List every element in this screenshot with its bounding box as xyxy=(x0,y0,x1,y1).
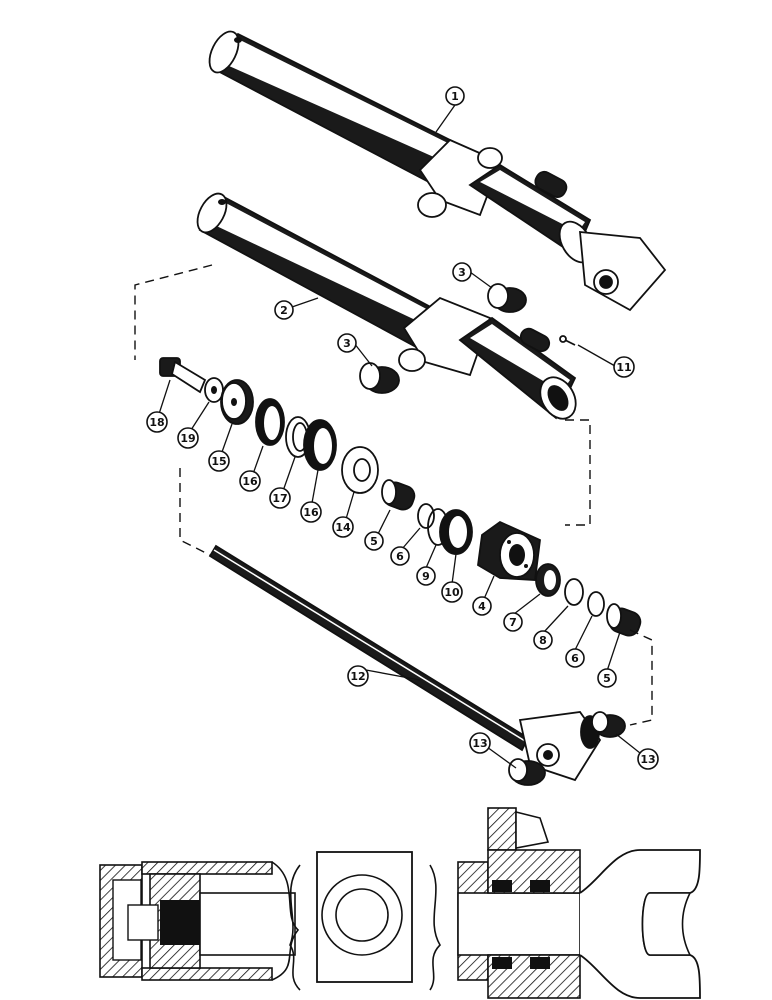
callout-label: 5 xyxy=(370,535,378,548)
callout-12: 12 xyxy=(347,665,369,687)
callout-13: 13 xyxy=(637,748,659,770)
callout-label: 14 xyxy=(335,521,351,534)
bushing-3-lower xyxy=(359,362,400,394)
callout-19: 19 xyxy=(177,427,199,449)
o-ring-6-left xyxy=(417,503,435,529)
set-screw-11 xyxy=(559,335,576,346)
callout-label: 2 xyxy=(280,304,288,317)
callout-circle xyxy=(390,546,410,566)
callout-circle xyxy=(269,487,291,509)
callout-circle xyxy=(347,665,369,687)
callout-circle xyxy=(469,732,491,754)
callout-label: 18 xyxy=(149,416,164,429)
callout-16: 16 xyxy=(239,470,261,492)
callout-circle xyxy=(364,531,384,551)
callout-label: 9 xyxy=(422,570,430,583)
callout-circle xyxy=(452,262,472,282)
callout-label: 16 xyxy=(303,506,319,519)
callout-circle xyxy=(472,596,492,616)
callout-circle xyxy=(274,300,294,320)
callout-9: 9 xyxy=(416,566,436,586)
bushing-5-left xyxy=(381,479,416,511)
cylinder-assembly-1 xyxy=(208,30,667,312)
callout-5: 5 xyxy=(364,531,384,551)
cylinder-barrel-2 xyxy=(196,192,577,420)
bushing-5-right xyxy=(606,603,642,637)
gland-4 xyxy=(477,520,541,581)
callout-label: 8 xyxy=(539,634,547,647)
callout-circle xyxy=(416,566,436,586)
callout-circle xyxy=(597,668,617,688)
piston-cap-15 xyxy=(220,379,254,425)
callout-4: 4 xyxy=(472,596,492,616)
callout-circle xyxy=(337,333,357,353)
callout-label: 3 xyxy=(458,266,466,279)
rod-seal-10 xyxy=(439,509,473,555)
callout-6: 6 xyxy=(390,546,410,566)
cutaway-section-view xyxy=(99,807,701,999)
callout-circle xyxy=(300,501,322,523)
piston-seal-16-left xyxy=(255,398,285,446)
callout-18: 18 xyxy=(146,411,168,433)
callout-label: 10 xyxy=(444,586,460,599)
callout-label: 15 xyxy=(211,455,226,468)
callout-16: 16 xyxy=(300,501,322,523)
callout-1: 1 xyxy=(445,86,465,106)
callout-5: 5 xyxy=(597,668,617,688)
bushing-13-left xyxy=(508,758,546,786)
piston-bolt-18 xyxy=(159,357,207,394)
callout-label: 6 xyxy=(571,652,579,665)
callout-3: 3 xyxy=(452,262,472,282)
callout-label: 11 xyxy=(616,361,631,374)
callout-label: 6 xyxy=(396,550,404,563)
o-ring-6-right xyxy=(587,591,605,617)
ring-8 xyxy=(564,578,584,606)
callout-label: 13 xyxy=(472,737,487,750)
callout-label: 16 xyxy=(242,475,258,488)
piston-rod-12 xyxy=(208,544,602,782)
callout-label: 3 xyxy=(343,337,351,350)
callout-7: 7 xyxy=(503,612,523,632)
callout-label: 4 xyxy=(478,600,486,613)
bushing-3-upper xyxy=(487,283,527,313)
callout-circle xyxy=(613,356,635,378)
callout-circle xyxy=(565,648,585,668)
callout-11: 11 xyxy=(613,356,635,378)
callout-circle xyxy=(533,630,553,650)
callout-circle xyxy=(239,470,261,492)
callout-14: 14 xyxy=(332,516,354,538)
callout-label: 17 xyxy=(272,492,287,505)
callout-circle xyxy=(208,450,230,472)
bushing-13-right xyxy=(591,711,626,738)
callout-circle xyxy=(503,612,523,632)
callout-15: 15 xyxy=(208,450,230,472)
callout-label: 1 xyxy=(451,90,459,103)
callout-circle xyxy=(146,411,168,433)
barrel-group-boundary xyxy=(134,264,591,526)
spacer-14 xyxy=(341,446,379,494)
callout-label: 7 xyxy=(509,616,517,629)
wiper-7 xyxy=(535,563,561,597)
callout-6: 6 xyxy=(565,648,585,668)
callout-label: 19 xyxy=(180,432,195,445)
callout-10: 10 xyxy=(441,581,463,603)
callout-13: 13 xyxy=(469,732,491,754)
callout-circle xyxy=(177,427,199,449)
callout-2: 2 xyxy=(274,300,294,320)
callout-label: 5 xyxy=(603,672,611,685)
leader-lines xyxy=(158,104,641,769)
rod-group-boundary xyxy=(179,468,653,726)
callout-circle xyxy=(441,581,463,603)
callout-circle xyxy=(332,516,354,538)
callout-8: 8 xyxy=(533,630,553,650)
piston-seal-16-right xyxy=(303,419,337,471)
callout-17: 17 xyxy=(269,487,291,509)
callout-label: 12 xyxy=(350,670,365,683)
callout-circle xyxy=(637,748,659,770)
callout-circle xyxy=(445,86,465,106)
callout-3: 3 xyxy=(337,333,357,353)
callout-label: 13 xyxy=(640,753,655,766)
